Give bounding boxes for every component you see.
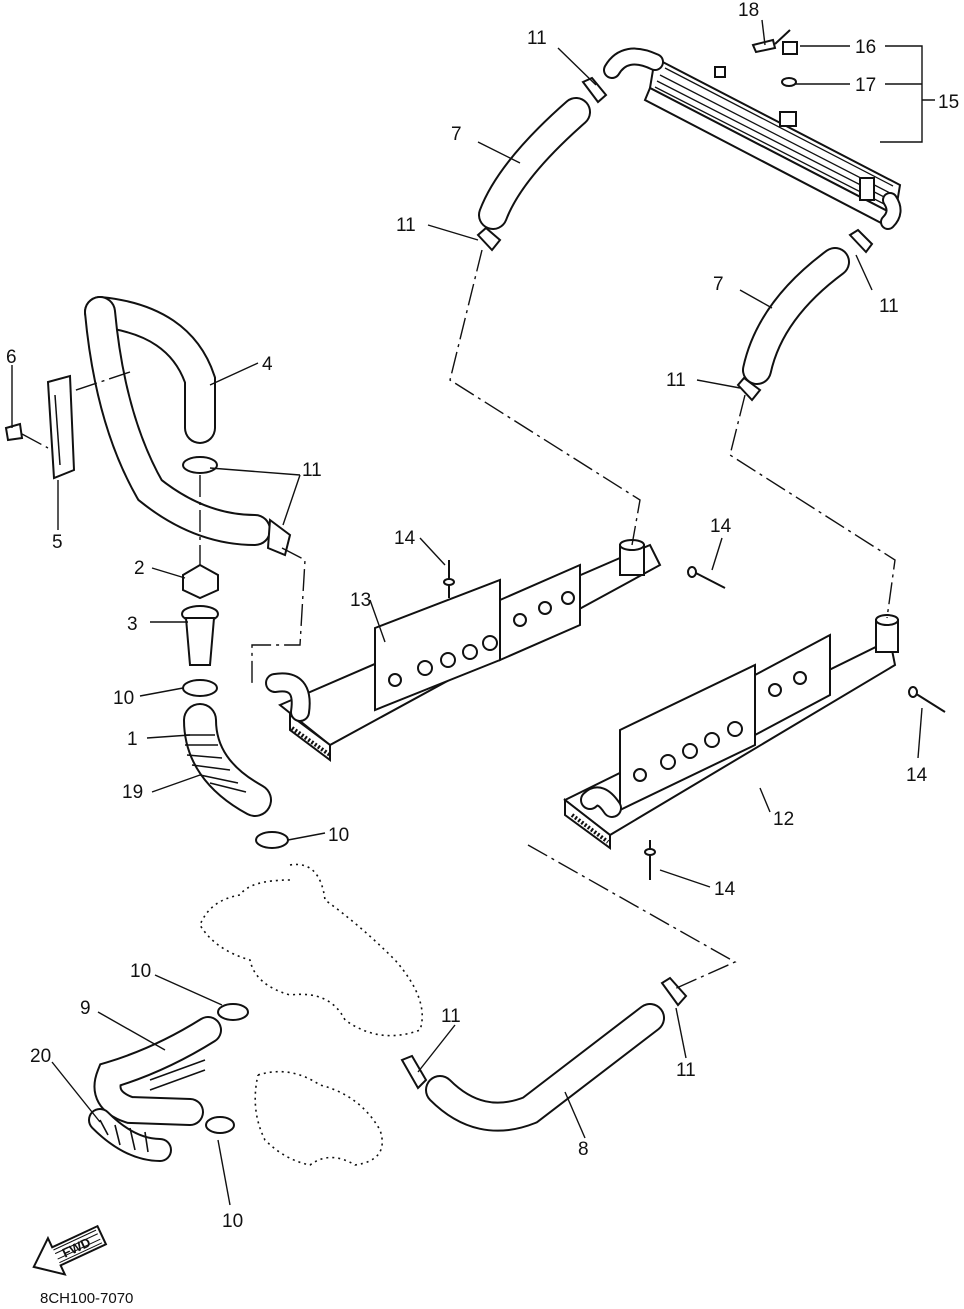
rivet-14-icon (443, 578, 455, 586)
clamp-11-icon (660, 976, 688, 1007)
callout-11-g: 11 (676, 1060, 696, 1081)
callout-8: 8 (578, 1139, 589, 1160)
callout-10-d: 10 (222, 1211, 243, 1232)
engine-outline (199, 863, 423, 1166)
rivet-14-icon (687, 566, 697, 578)
thermostat-cover-2 (182, 563, 219, 600)
callout-11-d: 11 (666, 370, 686, 391)
callout-20: 20 (30, 1046, 51, 1067)
clamp-11-icon (736, 376, 762, 402)
callout-11-b: 11 (396, 215, 416, 236)
cooler-assembly (603, 29, 902, 230)
bolt-6-icon (4, 422, 24, 442)
callout-labels: 18 16 17 15 11 7 11 7 11 11 6 4 11 5 14 … (6, 0, 959, 1232)
callout-14-c: 14 (906, 765, 928, 786)
clamp-11-icon (581, 76, 608, 104)
callout-14-d: 14 (714, 879, 736, 900)
callout-6: 6 (6, 347, 17, 368)
radiator-12 (563, 614, 946, 880)
callout-1: 1 (127, 729, 138, 750)
thermostat-assembly (181, 563, 219, 697)
callout-4: 4 (262, 354, 273, 375)
chain-lines (21, 249, 896, 991)
forward-arrow-icon: FWD (32, 1224, 108, 1276)
callout-10-c: 10 (130, 961, 151, 982)
callout-11-e: 11 (302, 460, 322, 481)
hose-9-bellows-20 (88, 1003, 249, 1162)
clamp-11-icon (266, 518, 292, 557)
callout-11-f: 11 (441, 1006, 461, 1027)
callout-15: 15 (938, 92, 959, 113)
clamp-11-icon (476, 226, 502, 252)
hose-7-upper (476, 76, 608, 252)
clamp-11-icon (400, 1054, 428, 1090)
leader-lines (11, 19, 935, 1206)
callout-12: 12 (773, 809, 794, 830)
clamp-10-icon (182, 679, 218, 697)
callout-9: 9 (80, 998, 91, 1019)
callout-10-a: 10 (113, 688, 134, 709)
figure-code: 8CH100-7070 (40, 1290, 133, 1307)
callout-7-a: 7 (451, 124, 462, 145)
callout-19: 19 (122, 782, 143, 803)
bolt-16-icon (782, 41, 798, 55)
clamp-10-icon (205, 1116, 235, 1134)
hose-1-bellows-19 (183, 703, 289, 849)
callout-14-b: 14 (710, 516, 732, 537)
callout-13: 13 (350, 590, 371, 611)
callout-17: 17 (855, 75, 876, 96)
callout-2: 2 (134, 558, 145, 579)
callout-11-a: 11 (527, 28, 547, 49)
hose-8 (400, 976, 688, 1132)
rivet-18-icon (751, 38, 777, 54)
callout-14-a: 14 (394, 528, 416, 549)
rivet-14-icon (644, 848, 656, 856)
radiator-13 (265, 539, 726, 762)
hose-7-lower (736, 228, 874, 402)
callout-3: 3 (127, 614, 138, 635)
callout-7-b: 7 (713, 274, 724, 295)
washer-17-icon (781, 77, 797, 87)
callout-18: 18 (738, 0, 759, 21)
callout-10-b: 10 (328, 825, 349, 846)
clamp-10-icon (255, 831, 289, 849)
callout-5: 5 (52, 532, 63, 553)
clamp-10-icon (217, 1003, 249, 1021)
clamp-11-icon (182, 456, 218, 474)
callout-11-c: 11 (879, 296, 899, 317)
clamp-11-icon (848, 228, 874, 254)
rivet-14-icon (908, 686, 918, 698)
hose-4 (84, 296, 292, 557)
callout-16: 16 (855, 37, 876, 58)
bracket-5 (4, 374, 76, 480)
